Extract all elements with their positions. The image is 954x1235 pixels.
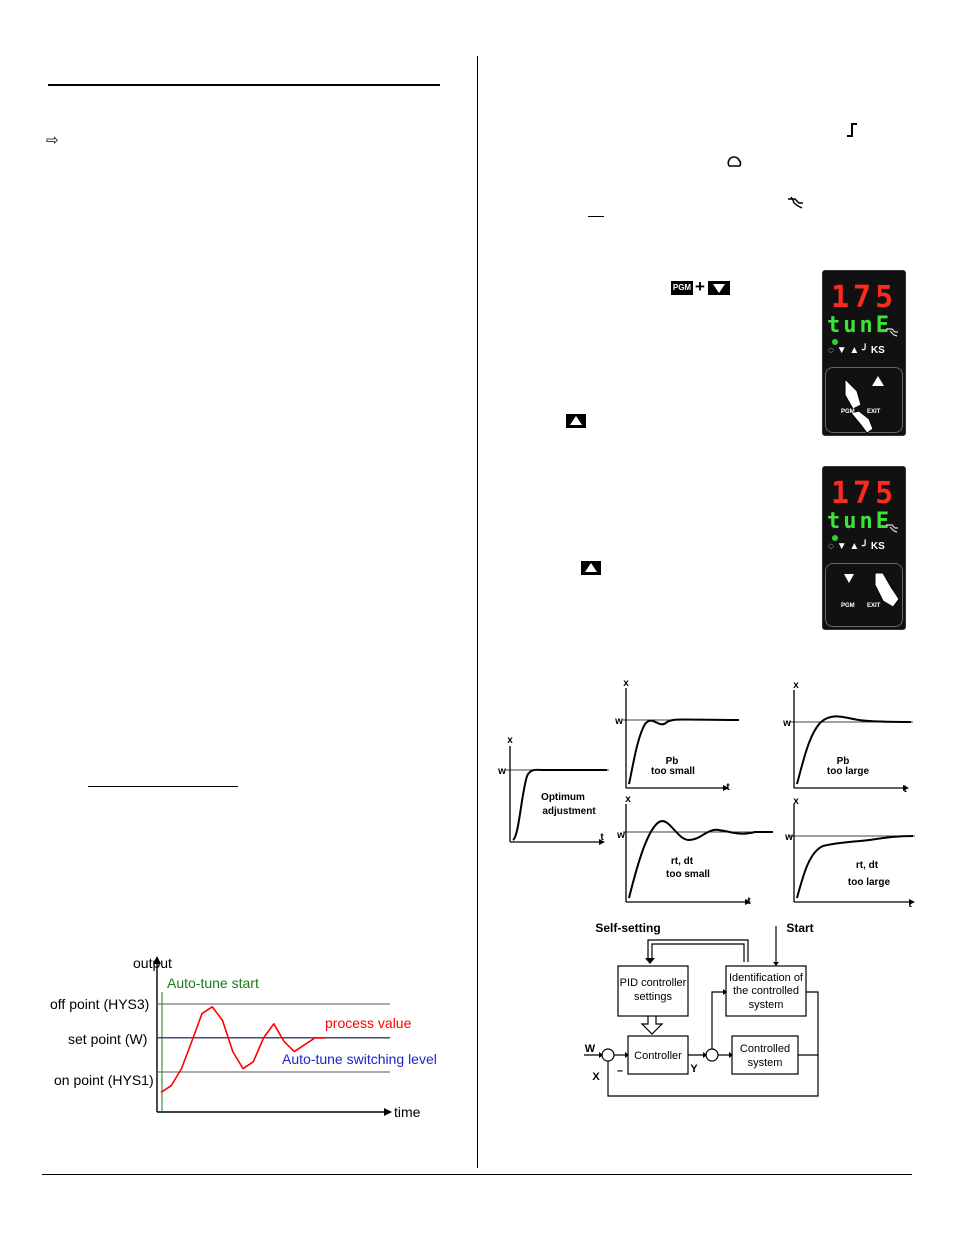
set-point-label: set point (W) — [68, 1031, 147, 1047]
identification-label-2: the controlled — [733, 985, 799, 997]
display-label: tunE — [827, 509, 892, 534]
disturbance-junction — [705, 1048, 719, 1062]
w-signal-label: W — [585, 1043, 596, 1055]
optimum-label: Optimum — [541, 792, 585, 803]
pgm-button[interactable]: PGM — [841, 603, 855, 609]
controller-label: Controller — [634, 1050, 682, 1062]
device-panel-up: 175 tunE ◌ ▼ ▲ ╯ KS PGM EXIT — [822, 466, 906, 630]
identification-label-3: system — [749, 999, 784, 1011]
w-axis-label: w — [782, 718, 791, 729]
plus-sign: + — [695, 277, 705, 296]
identification-box — [725, 965, 807, 1017]
status-led — [832, 535, 838, 541]
pb-small-label-2: too small — [651, 766, 695, 777]
x-axis-label: x — [625, 794, 631, 805]
indicator-row: ◌ ▼ ▲ ╯ KS — [828, 541, 885, 552]
minus-sign: – — [617, 1065, 623, 1077]
up-key-icon-2 — [581, 561, 601, 575]
t-axis-label: t — [903, 784, 907, 795]
y-signal-label: Y — [690, 1063, 698, 1075]
autotune-start-label: Auto-tune start — [167, 975, 259, 991]
start-label: Start — [786, 921, 813, 935]
text-underline — [88, 786, 238, 787]
controlled-system-label-2: system — [748, 1057, 783, 1069]
hand-icon — [886, 328, 898, 337]
w-axis-label: w — [784, 832, 793, 843]
arrow-right-icon: ⇨ — [46, 132, 59, 149]
pgm-key-icon: PGM — [671, 281, 693, 295]
autotune-loop-icon: ◌ — [828, 541, 834, 552]
x-axis-label: x — [793, 680, 799, 691]
optimum-label-2: adjustment — [542, 806, 596, 817]
rtdt-large-label-2: too large — [848, 877, 891, 888]
rtdt-small-label-2: too small — [666, 869, 710, 880]
pb-large-label-2: too large — [827, 766, 870, 777]
heading-rule — [48, 84, 440, 86]
x-axis-label: x — [623, 678, 629, 689]
x-signal-label: X — [592, 1071, 600, 1083]
keypad — [825, 563, 903, 627]
rtdt-large-label: rt, dt — [856, 860, 879, 871]
indicator-row: ◌ ▼ ▲ ╯ KS — [828, 345, 885, 356]
t-axis-label: t — [908, 899, 912, 910]
display-value: 175 — [831, 476, 898, 511]
finger-press-icon — [844, 377, 874, 434]
summing-junction — [601, 1048, 615, 1062]
up-button-icon[interactable] — [871, 375, 885, 387]
switching-level-label: Auto-tune switching level — [282, 1051, 437, 1067]
controlled-system-label: Controlled — [740, 1043, 790, 1055]
t-axis-label: t — [600, 832, 604, 843]
autotune-loop-icon: ◌ — [828, 345, 834, 356]
finger-press-icon — [874, 572, 900, 608]
y-axis-arrow — [153, 956, 161, 964]
x-axis-arrow — [384, 1108, 392, 1116]
indicator-labels: ▼ ▲ ╯ KS — [836, 541, 885, 552]
x-axis-label: x — [507, 735, 513, 746]
identification-label: Identification of — [729, 972, 804, 984]
keypad — [825, 367, 903, 433]
t-axis-label: t — [747, 896, 751, 907]
x-axis-label: x — [793, 796, 799, 807]
pgm-button[interactable]: PGM — [841, 409, 855, 415]
self-setting-label: Self-setting — [595, 921, 660, 935]
display-label: tunE — [827, 313, 892, 338]
down-button-icon[interactable] — [843, 573, 855, 584]
display-value: 175 — [831, 280, 898, 315]
pid-settings-label: PID controller — [620, 977, 687, 989]
up-key-icon — [566, 414, 586, 428]
text-underline-right — [588, 216, 604, 217]
exit-button[interactable]: EXIT — [867, 603, 881, 609]
pb-large-label: Pb — [837, 756, 850, 767]
t-axis-label: t — [726, 782, 730, 793]
autotune-chart: output Auto-tune start off point (HYS3) … — [50, 955, 437, 1120]
on-point-label: on point (HYS1) — [54, 1072, 154, 1088]
process-value-line — [160, 1006, 325, 1094]
device-panel-pgm-exit: 175 tunE ◌ ▼ ▲ ╯ KS PGM EXIT — [822, 270, 906, 436]
step-icon — [847, 123, 857, 137]
pid-settings-label-2: settings — [634, 991, 672, 1003]
status-led — [832, 339, 838, 345]
footer-rule — [42, 1174, 912, 1175]
self-setting-block-diagram: Self-setting Start PID controller settin… — [584, 921, 819, 1097]
w-axis-label: w — [497, 766, 506, 777]
response-curves-figure: x w t Optimum adjustment x w t Pb too sm… — [497, 678, 915, 910]
w-axis-label: w — [616, 830, 625, 841]
hand-icon — [788, 196, 803, 209]
hand-icon — [886, 524, 898, 533]
column-divider — [477, 56, 478, 1168]
autotune-loop-icon — [727, 156, 742, 167]
exit-button[interactable]: EXIT — [867, 409, 881, 415]
pid-settings-box — [617, 965, 689, 1017]
indicator-labels: ▼ ▲ ╯ KS — [836, 345, 885, 356]
w-axis-label: w — [614, 716, 623, 727]
off-point-label: off point (HYS3) — [50, 996, 149, 1012]
process-value-label: process value — [325, 1015, 412, 1031]
chart-ylabel: output — [133, 955, 172, 971]
down-key-icon — [708, 281, 730, 295]
chart-xlabel: time — [394, 1104, 421, 1120]
pb-small-label: Pb — [666, 756, 679, 767]
rtdt-small-label: rt, dt — [671, 856, 694, 867]
